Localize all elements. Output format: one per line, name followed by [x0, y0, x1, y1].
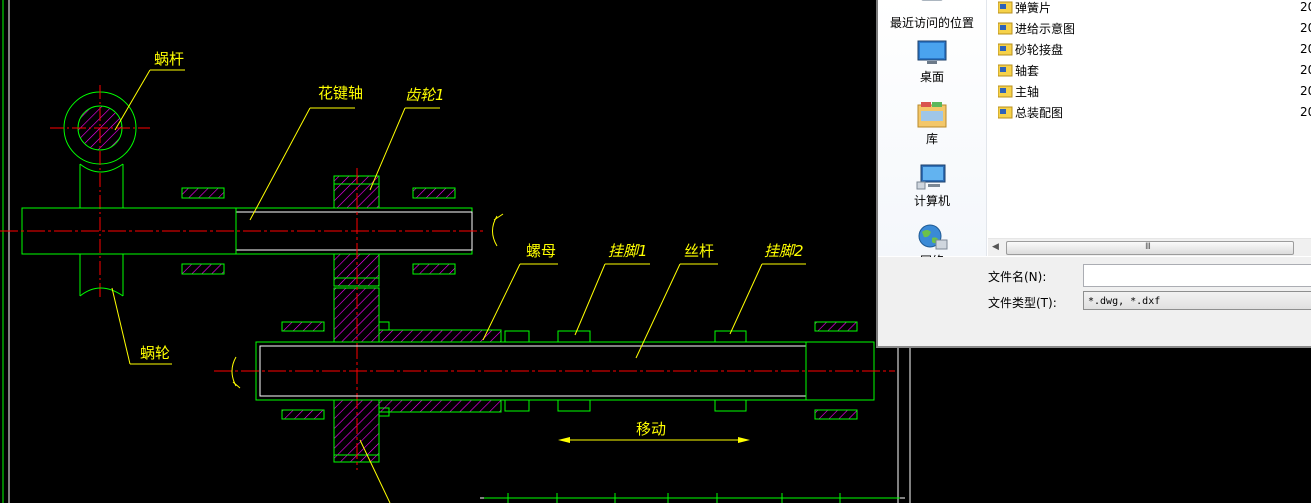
leader-lines	[111, 69, 806, 503]
place-label: 桌面	[919, 70, 944, 84]
place-label: 计算机	[913, 194, 950, 208]
file-name: 进给示意图	[1015, 21, 1076, 36]
label-foot2: 挂脚2	[764, 242, 804, 260]
file-date: 20	[1300, 105, 1311, 119]
file-list[interactable]	[988, 0, 1311, 236]
file-name: 砂轮接盘	[1015, 42, 1064, 57]
dwg-file-icon	[997, 43, 1013, 56]
file-row[interactable]: 砂轮接盘	[997, 39, 1064, 59]
file-row[interactable]: 总装配图	[997, 102, 1064, 122]
recent-places-icon	[921, 0, 943, 1]
label-move: 移动	[636, 420, 666, 438]
nut-part	[378, 329, 502, 413]
dwg-file-icon	[997, 64, 1013, 77]
computer-icon	[916, 164, 946, 190]
file-date: 20	[1300, 0, 1311, 14]
filetype-label: 文件类型(T):	[988, 296, 1057, 310]
label-gear1: 齿轮1	[405, 86, 445, 104]
network-icon	[918, 224, 948, 250]
dwg-file-icon	[997, 1, 1013, 14]
label-foot1: 挂脚1	[608, 242, 648, 260]
filetype-select[interactable]: *.dwg, *.dxf	[1083, 291, 1311, 310]
dwg-file-icon	[997, 106, 1013, 119]
file-name: 总装配图	[1015, 105, 1064, 120]
lead-screw-part	[214, 321, 895, 420]
place-desktop[interactable]: 桌面	[878, 40, 986, 85]
file-row[interactable]: 进给示意图	[997, 18, 1076, 38]
file-name: 主轴	[1015, 84, 1040, 99]
file-row[interactable]: 轴套	[997, 60, 1040, 80]
file-open-dialog: 最近访问的位置 桌面 库	[876, 0, 1311, 348]
bottom-partial-part	[484, 493, 900, 503]
scroll-left-icon[interactable]: ◀	[992, 242, 999, 252]
spline-shaft-part	[0, 187, 504, 275]
place-label: 库	[925, 132, 938, 146]
file-date: 20	[1300, 21, 1311, 35]
file-row[interactable]: 主轴	[997, 81, 1040, 101]
dwg-file-icon	[997, 22, 1013, 35]
place-recent[interactable]: 最近访问的位置	[878, 0, 986, 31]
file-row[interactable]: 弹簧片	[997, 0, 1052, 17]
label-nut: 螺母	[526, 242, 556, 260]
file-date: 20	[1300, 63, 1311, 77]
move-arrow-right	[738, 437, 750, 443]
worm-part	[50, 85, 150, 300]
filename-input[interactable]	[1083, 264, 1311, 287]
file-name: 弹簧片	[1015, 0, 1052, 15]
library-icon	[917, 102, 947, 128]
gear-part	[333, 168, 390, 470]
move-arrow-left	[558, 437, 570, 443]
scrollbar-thumb[interactable]: III	[1006, 241, 1294, 255]
label-worm: 蜗杆	[154, 50, 184, 68]
scrollbar-grip: III	[1145, 242, 1151, 252]
label-spline-shaft: 花键轴	[318, 84, 363, 102]
place-computer[interactable]: 计算机	[878, 164, 986, 209]
horizontal-scrollbar[interactable]: ◀ III	[988, 238, 1311, 256]
place-library[interactable]: 库	[878, 102, 986, 147]
label-lead-screw: 丝杆	[684, 242, 714, 260]
dwg-file-icon	[997, 85, 1013, 98]
label-worm-wheel: 蜗轮	[140, 344, 170, 362]
places-sidebar: 最近访问的位置 桌面 库	[878, 0, 987, 268]
place-label: 最近访问的位置	[889, 16, 974, 30]
filename-label: 文件名(N):	[988, 270, 1047, 284]
file-date: 20	[1300, 84, 1311, 98]
file-name: 轴套	[1015, 63, 1040, 78]
desktop-icon	[917, 40, 947, 64]
file-date: 20	[1300, 42, 1311, 56]
